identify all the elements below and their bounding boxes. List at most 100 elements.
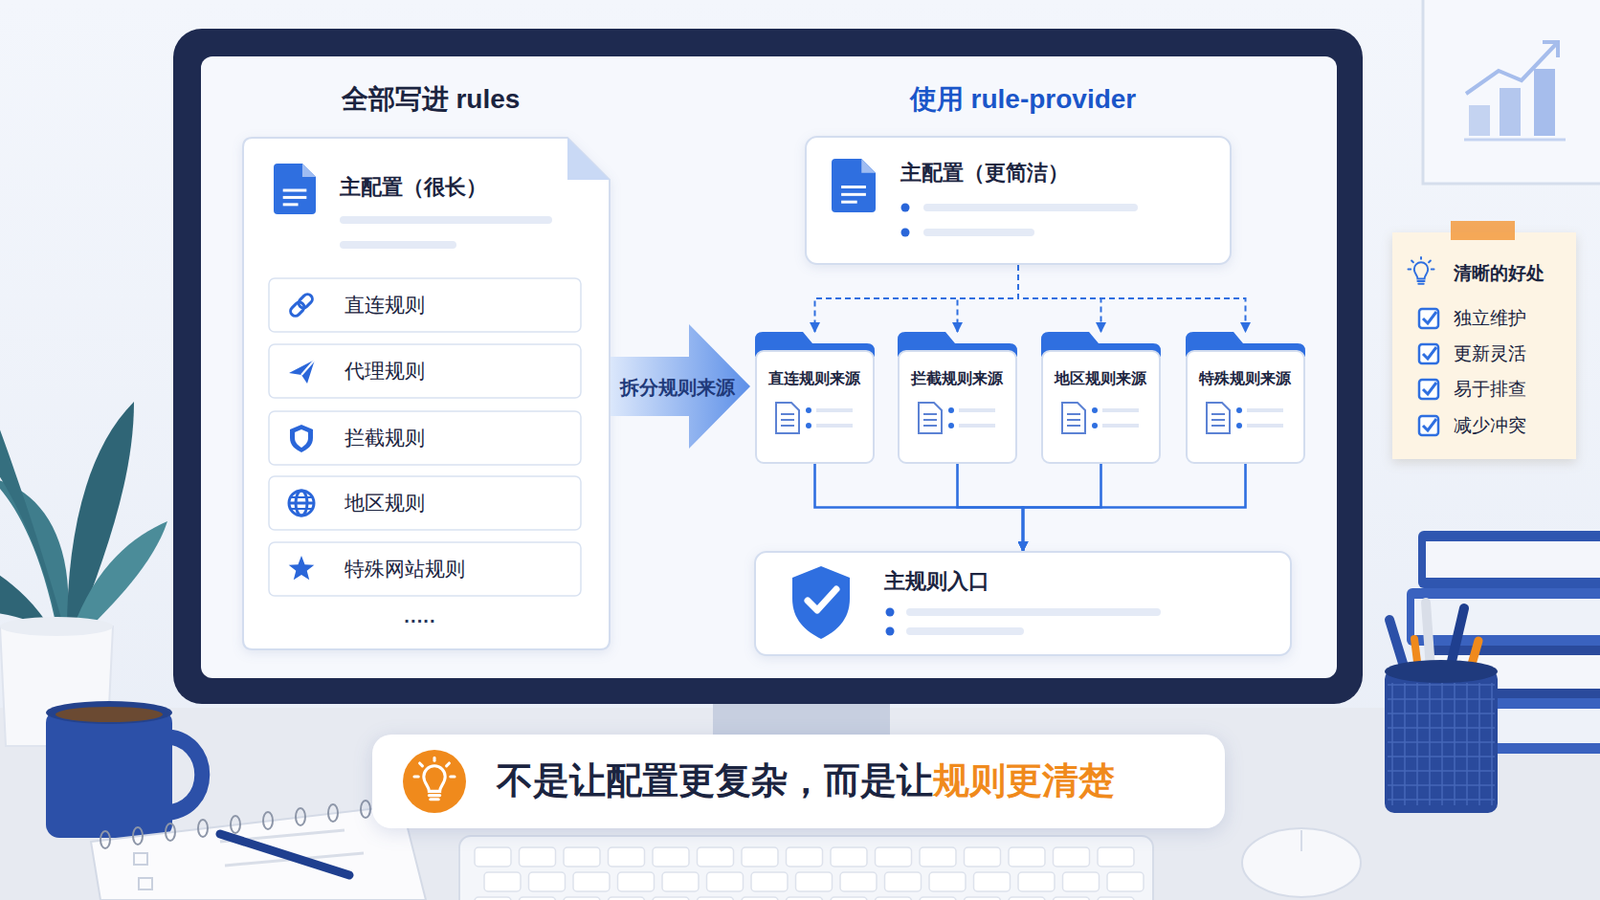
notebook <box>133 853 148 866</box>
rule-source-folder-shape <box>923 419 937 422</box>
rule-item-shape <box>268 278 581 333</box>
node-label: 代理规则 <box>344 358 425 383</box>
keyboard-keys <box>1008 847 1045 867</box>
keyboard-keys <box>484 872 521 892</box>
takeaway-banner-shape <box>428 794 440 798</box>
node-text: 更新灵活 <box>1453 343 1527 366</box>
rule-source-folder-shape <box>1236 422 1243 429</box>
sticky-note-shape <box>1408 268 1412 271</box>
rule-source-folder-shape <box>805 407 812 414</box>
keyboard-keys <box>618 872 655 892</box>
takeaway-banner-shape <box>446 763 450 767</box>
rule-source-folder-shape <box>1091 407 1098 414</box>
sticky-note-shape <box>1417 280 1424 283</box>
rule-source-folder-shape <box>1186 351 1305 464</box>
rule-source-folder-shape <box>1062 402 1086 434</box>
rule-item-shape <box>268 476 581 531</box>
pen-holder-mesh <box>1387 755 1495 758</box>
config-box-shape <box>923 228 1035 237</box>
notebook-spiral <box>360 800 371 819</box>
monitor <box>173 28 1363 752</box>
rule-item-shape <box>288 490 314 516</box>
book-stack <box>1418 531 1600 589</box>
keyboard-keys <box>1097 847 1134 867</box>
rule-source-folder-shape <box>780 424 795 427</box>
rule-item: 代理规则 <box>267 343 582 400</box>
rule-item-shape <box>288 502 314 506</box>
notebook <box>138 878 153 890</box>
node-text: 减少冲突 <box>1453 415 1527 438</box>
rule-item-shape <box>288 490 314 516</box>
pen-holder <box>1389 620 1405 670</box>
rule-source-folder-shape <box>1211 413 1225 416</box>
keyboard-keys <box>474 847 512 867</box>
sticky-note-shape <box>1392 232 1577 460</box>
rule-item-shape <box>268 542 581 597</box>
rule-source-folder-shape <box>1066 413 1081 416</box>
node-label: 拦截规则 <box>344 425 425 450</box>
coffee-mug <box>45 701 173 725</box>
keyboard-keys <box>697 847 734 867</box>
node-label: 特殊网站规则 <box>344 556 466 581</box>
rule-source-folder-shape <box>1066 419 1081 422</box>
rule-item-shape <box>267 343 582 400</box>
rule-item-shape <box>268 411 581 466</box>
config-document: 直连规则代理规则拦截规则地区规则特殊网站规则全部写进 rules主配置（很长）·… <box>243 137 610 650</box>
takeaway-banner-shape <box>430 798 439 801</box>
keyboard-keys <box>474 897 512 900</box>
keyboard-keys <box>1053 847 1090 867</box>
config-document-shape <box>302 163 316 178</box>
rule-item-shape <box>268 411 581 466</box>
config-box-shape <box>923 203 1138 212</box>
rule-source-folder-shape <box>1102 423 1139 428</box>
pen-holder-mesh <box>1387 784 1495 787</box>
keyboard-keys <box>964 847 1001 867</box>
rule-source-folder: 拦截规则来源 <box>897 332 1018 465</box>
merge-connector <box>1022 464 1246 552</box>
rule-source-folder-shape <box>918 402 942 434</box>
config-box-shape <box>805 136 1231 265</box>
notebook-spiral <box>100 831 111 849</box>
config-box-shape <box>901 228 911 238</box>
rule-source-folder-shape <box>1091 422 1098 429</box>
rule-source-folder-shape <box>923 424 937 427</box>
rule-item-shape <box>288 359 315 384</box>
keyboard-keys <box>1107 872 1144 892</box>
takeaway-banner-shape <box>372 734 1225 829</box>
rule-item-shape <box>290 508 312 511</box>
node-text: 主配置（更简洁） <box>900 160 1069 186</box>
node-label: 拆分规则来源 <box>620 376 735 400</box>
monitor <box>173 28 1363 705</box>
keyboard-keys <box>786 897 823 900</box>
split-connector <box>957 265 1020 333</box>
keyboard-keys <box>786 847 823 867</box>
config-document-shape <box>567 137 610 180</box>
notebook-spiral <box>198 820 208 838</box>
keyboard-keys <box>840 872 877 892</box>
rule-source-folder-shape <box>755 332 875 465</box>
pen-holder-mesh <box>1391 683 1394 806</box>
keyboard-keys <box>563 847 600 867</box>
rule-source-folder-shape <box>816 423 853 428</box>
keyboard-keys <box>830 847 867 867</box>
merge-connector <box>957 464 1024 552</box>
rule-item: 特殊网站规则 <box>267 541 582 598</box>
sticky-note-shape <box>1411 261 1414 264</box>
sticky-note-shape <box>1420 257 1423 260</box>
keyboard-keys <box>1008 897 1045 900</box>
pen-holder <box>1425 602 1431 670</box>
notebook-spiral <box>328 804 338 823</box>
pen-holder-mesh <box>1387 712 1495 715</box>
split-arrow-shape <box>610 324 751 449</box>
config-box-shape <box>901 203 911 213</box>
node-label: 主规则入口 <box>884 569 990 595</box>
pen-holder-mesh <box>1387 727 1495 730</box>
merge-connector <box>815 464 1024 552</box>
banner-text: 不是让配置更复杂，而是让 <box>496 759 934 804</box>
banner-text-row: 不是让配置更复杂，而是让规则更清楚 <box>496 759 1115 804</box>
takeaway-banner-shape <box>372 734 1225 829</box>
node-label: 特殊规则来源 <box>1199 369 1291 388</box>
keyboard-keys <box>652 847 689 867</box>
rule-source-folder-shape <box>755 351 874 464</box>
chart-frame <box>1466 42 1558 94</box>
